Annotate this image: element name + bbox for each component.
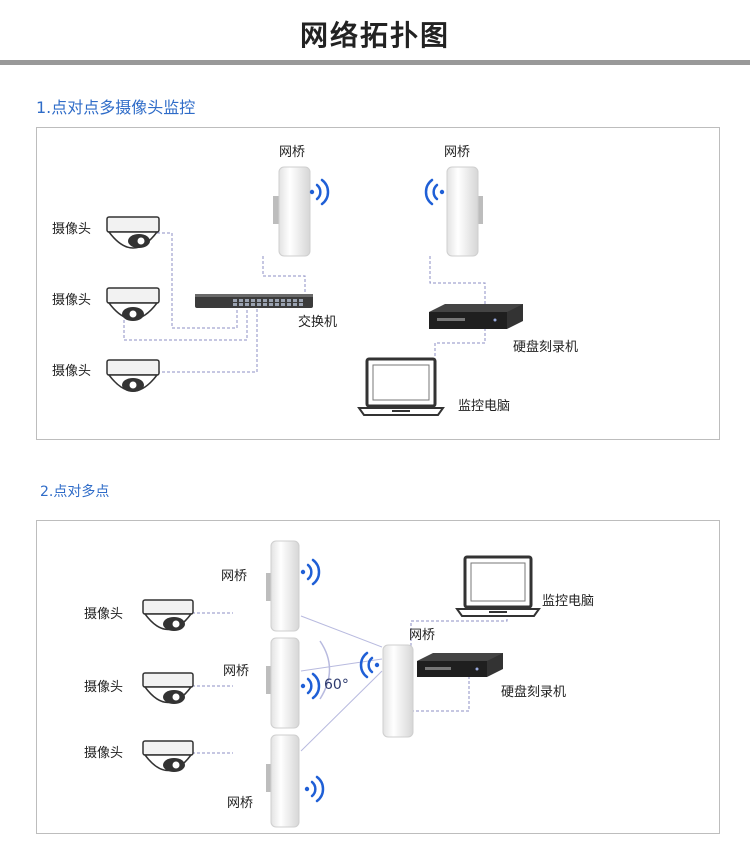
camera-icon	[106, 359, 160, 392]
wifi-icon	[300, 558, 321, 586]
bridge-center	[382, 644, 414, 738]
camera-label: 摄像头	[84, 680, 124, 695]
pc-label: 监控电脑	[458, 399, 511, 414]
topology-panel-2: 网桥 网桥 网桥 网桥 摄像头 摄像头 摄像头 监控电脑 硬盘刻录机 60°	[36, 520, 720, 834]
recorder-label: 硬盘刻录机	[501, 685, 567, 700]
link-recorder-pc	[434, 328, 486, 378]
wifi-icon	[359, 651, 380, 679]
camera-icon	[106, 216, 160, 249]
link-bridge-recorder	[411, 676, 470, 712]
bridge-label: 网桥	[444, 145, 471, 160]
section2-title: 2.点对多点	[40, 484, 110, 500]
bridge-right	[446, 166, 483, 257]
link-cam1-switch	[157, 232, 238, 329]
link-cam2-switch	[123, 308, 248, 341]
camera-icon	[142, 740, 194, 772]
bridge-left	[273, 166, 311, 257]
laptop-icon	[455, 555, 541, 617]
topology-diagram-1	[106, 166, 523, 416]
bridge-label: 网桥	[409, 628, 436, 643]
angle-label: 60°	[324, 677, 349, 693]
camera-label: 摄像头	[52, 364, 92, 379]
wifi-icon	[424, 178, 445, 206]
bridge-middle	[266, 637, 300, 729]
section1-title: 1.点对点多摄像头监控	[36, 98, 196, 117]
link-cam3-switch	[157, 308, 258, 373]
switch-icon	[195, 294, 313, 308]
wifi-icon	[309, 178, 330, 206]
camera-label: 摄像头	[84, 607, 124, 622]
link-bridge-recorder	[429, 256, 486, 304]
wifi-icon	[304, 775, 325, 803]
switch-label: 交换机	[298, 315, 338, 330]
page-title: 网络拓扑图	[299, 19, 450, 52]
topology-diagram-2	[142, 540, 541, 828]
recorder-icon	[417, 653, 503, 677]
bridge-label: 网桥	[279, 145, 306, 160]
bridge-top	[266, 540, 300, 632]
recorder-icon	[429, 304, 523, 329]
bridge-label: 网桥	[227, 796, 254, 811]
camera-label: 摄像头	[84, 746, 124, 761]
topology-panel-1: 网桥 网桥 摄像头 摄像头 摄像头 交换机 硬盘刻录机 监控电脑	[36, 127, 720, 440]
link-bridge-switch	[262, 256, 306, 294]
wifi-icon	[300, 672, 321, 700]
camera-icon	[106, 287, 160, 321]
laptop-icon	[357, 357, 445, 416]
camera-label: 摄像头	[52, 293, 92, 308]
camera-icon	[142, 672, 194, 704]
recorder-label: 硬盘刻录机	[513, 340, 579, 355]
bridge-label: 网桥	[221, 569, 248, 584]
bridge-bottom	[266, 734, 300, 828]
camera-label: 摄像头	[52, 222, 92, 237]
pc-label: 监控电脑	[542, 594, 595, 609]
bridge-label: 网桥	[223, 664, 250, 679]
title-divider	[0, 60, 750, 65]
camera-icon	[142, 599, 194, 631]
